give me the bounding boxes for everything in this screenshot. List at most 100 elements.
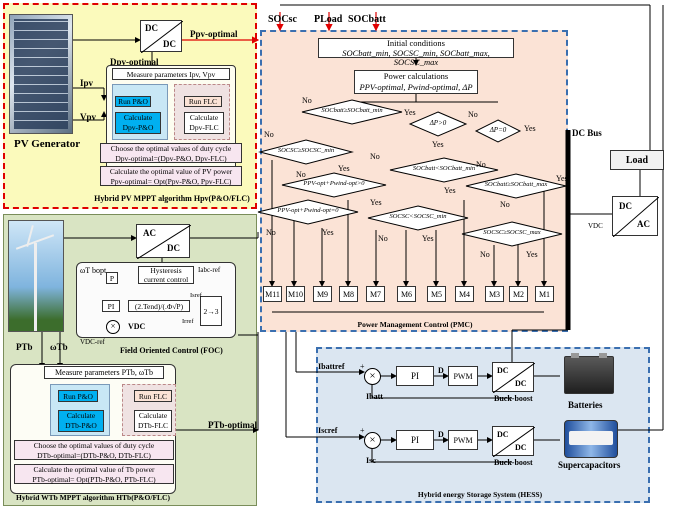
omega-tb-label: ωTb <box>50 342 68 352</box>
init-vars: SOCbatt_min, SOCSC_min, SOCbatt_max, SOC… <box>342 47 490 67</box>
mode-m11: M11 <box>263 286 282 302</box>
diamond-socbatt-ge-max <box>465 173 567 199</box>
yes-label-1: Yes <box>404 108 416 117</box>
hess-dcdc2-bottom: DC <box>515 443 527 452</box>
p-load-label: PLoad <box>314 14 343 25</box>
foc-caption: Field Oriented Control (FOC) <box>120 346 223 355</box>
hess-dcdc2-top: DC <box>497 430 509 439</box>
foc-2to3-block: 2→3 <box>200 296 222 326</box>
wt-caption: Hybrid WTb MPPT algorithm HTb(P&O/FLC) <box>16 493 170 502</box>
pv-calc-po-line1: Calculate <box>123 113 153 122</box>
supercapacitors-image <box>564 420 618 458</box>
omega-ref-label: ωT bopt <box>80 266 107 275</box>
no-label-1: No <box>302 96 312 105</box>
diamond-socbatt-min <box>301 99 403 125</box>
pv-caption: Hybrid PV MPPT algorithm Hpv(P&O/FLC) <box>94 194 250 203</box>
no-label-4: No <box>370 152 380 161</box>
vdc-foc-label: VDC <box>128 322 146 331</box>
supercaps-label: Supercapacitors <box>558 460 621 470</box>
yes-label-3: Yes <box>524 124 536 133</box>
diamond-ppv-pw-gt0 <box>281 172 387 198</box>
yes-label-5: Yes <box>444 186 456 195</box>
hess-dcdc1-bottom: DC <box>515 379 527 388</box>
wt-run-flc: Run FLC <box>134 390 172 402</box>
d-socbatt-ge-max-text: SOCbatt≥SOCbatt_max <box>484 181 548 188</box>
wt-run-po: Run P&O <box>58 390 98 402</box>
no-label-8: No <box>266 228 276 237</box>
diamond-socsc-lt-min <box>367 205 469 231</box>
load-box: Load <box>610 150 664 170</box>
d-ppv-pw-gt0-text: PPV-opt+Pwind-opt>0 <box>303 180 365 187</box>
batteries-label: Batteries <box>568 400 603 410</box>
init-conditions-box: Initial conditions SOCbatt_min, SOCSC_mi… <box>318 38 514 67</box>
pv-run-po: Run P&O <box>115 96 151 107</box>
hess-dcdc-2: DC DC <box>492 426 535 457</box>
vdc-ref-label: VDC-ref <box>80 338 105 346</box>
mode-m2: M2 <box>509 286 528 302</box>
pv-choose-line2: Dpv-optimal=(Dpv-P&O, Dpv-FLC) <box>115 153 227 163</box>
hess-pi-2: PI <box>396 430 434 450</box>
pv-dcdc-converter: DC DC <box>140 20 183 53</box>
pv-calcpow-line2: Ppv-optimal= Opt(Ppv-P&O, Ppv-FLC) <box>110 176 232 186</box>
vdc-load-label: VDC <box>588 222 603 230</box>
d-dp-gt0-text: ΔP>0 <box>429 119 447 127</box>
yes-label-8: Yes <box>322 228 334 237</box>
yes-label-6: Yes <box>556 174 568 183</box>
d-socsc-ge-max-text: SOCSC≥SOCSC_max <box>483 229 541 236</box>
power-calc-box: Power calculations PPV-optimal, Pwind-op… <box>354 70 478 94</box>
plus-1: + <box>360 362 365 371</box>
ibatt-label: Ibatt <box>366 392 383 401</box>
pv-panel-image <box>9 14 73 134</box>
mode-m4: M4 <box>455 286 474 302</box>
dc-bus-label: DC Bus <box>572 128 602 138</box>
wt-acdc-converter: AC DC <box>136 224 191 259</box>
d-socsc-min-left-text: SOCSC≥SOCSC_min <box>277 147 335 154</box>
hess-pi-1: PI <box>396 366 434 386</box>
foc-pi-block: PI <box>102 300 120 312</box>
power-title: Power calculations <box>383 71 449 81</box>
init-title: Initial conditions <box>387 38 445 48</box>
diamond-socsc-ge-max <box>461 221 563 247</box>
wt-measure-box: Measure parameters PTb, ωTb <box>44 366 164 379</box>
ppv-optimal-label: Ppv-optimal <box>190 29 238 39</box>
mode-m3: M3 <box>485 286 504 302</box>
diamond-socsc-min-left <box>258 139 354 165</box>
buckboost-1-label: Buck-boost <box>494 394 533 403</box>
no-label-2: No <box>468 110 478 119</box>
load-ac-label: AC <box>637 219 650 229</box>
no-label-7: No <box>296 170 306 179</box>
mode-m7: M7 <box>366 286 385 302</box>
plus-2: + <box>360 426 365 435</box>
pv-calcpow-line1: Calculate the optimal value of PV power <box>109 167 233 176</box>
isref-label: Isref <box>190 292 202 299</box>
foc-formula-block: (2.Tend)/(.Φ√P) <box>128 300 190 312</box>
hess-summing-junction-2: × <box>364 432 381 449</box>
wt-calc-po-line2: DTb-P&O <box>65 421 97 430</box>
iabc-ref-label: Iabc-ref <box>198 266 221 274</box>
irref-label: Irref <box>182 318 194 325</box>
diamond-dp-gt0 <box>408 111 468 137</box>
diamond-dp-eq0 <box>474 119 522 143</box>
ipv-label: Ipv <box>80 78 94 88</box>
mode-m1: M1 <box>535 286 554 302</box>
no-label-3: No <box>264 130 274 139</box>
soc-sc-label: SOCsc <box>268 14 297 25</box>
yes-label-10: Yes <box>526 250 538 259</box>
hess-dcdc-1: DC DC <box>492 362 535 393</box>
hess-dcdc1-top: DC <box>497 366 509 375</box>
soc-batt-label: SOCbatt <box>348 14 386 25</box>
wt-calcpow-line2: PTb-optimal= Opt(PTb-P&O, PTb-FLC) <box>32 474 156 484</box>
pv-calc-flc-line2: Dpv-FLC <box>189 123 219 132</box>
pv-measure-box: Measure parameters Ipv, Vpv <box>112 68 230 80</box>
vpv-label: Vpv <box>80 112 97 122</box>
hess-summing-junction-1: × <box>364 368 381 385</box>
mode-m6: M6 <box>397 286 416 302</box>
hess-d-2: D <box>438 430 444 439</box>
wt-acdc-bottom-label: DC <box>167 243 180 253</box>
